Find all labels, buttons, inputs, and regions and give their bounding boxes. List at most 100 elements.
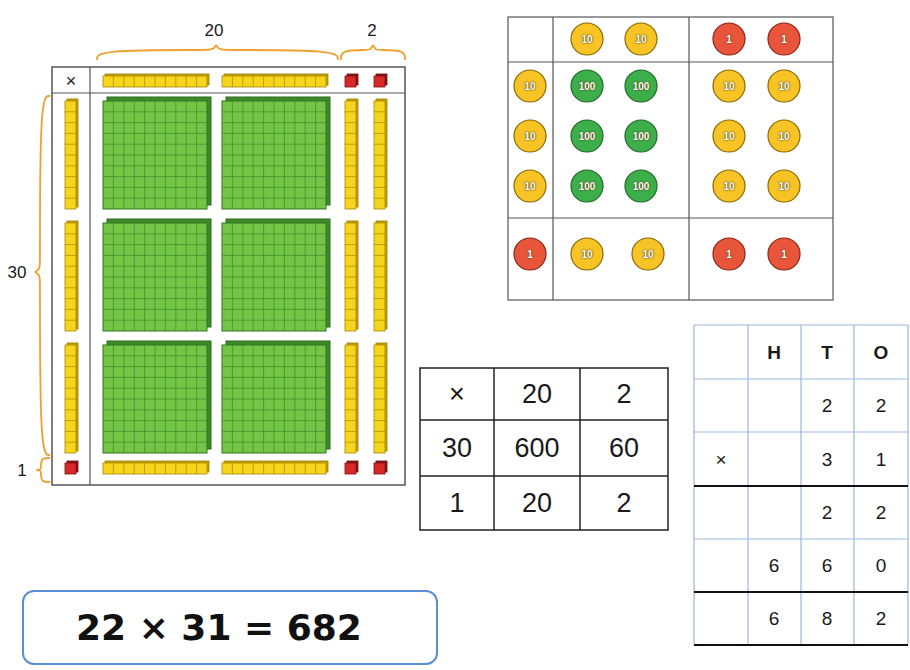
- rod-segment: [65, 244, 76, 245]
- table-cell: 600: [514, 435, 559, 462]
- unit-cube: [65, 461, 78, 474]
- flat-grid: [103, 409, 207, 410]
- rod-segment: [374, 111, 385, 112]
- counter-disc: [514, 238, 546, 270]
- place-value-counter: 10: [570, 237, 604, 271]
- ten-rod: [103, 461, 209, 474]
- rod-face: [374, 223, 385, 331]
- ten-rod: [374, 221, 387, 331]
- rod-segment: [345, 122, 356, 123]
- flat-face: [103, 101, 207, 209]
- rod-segment: [144, 76, 145, 87]
- flat-face: [222, 101, 326, 209]
- counter-value: 10: [767, 169, 801, 203]
- rod-segment: [345, 355, 356, 356]
- rod-segment: [65, 165, 76, 166]
- rod-segment: [374, 377, 385, 378]
- rod-segment: [263, 76, 264, 87]
- table-cell: 60: [609, 435, 639, 462]
- rod-face: [345, 223, 356, 331]
- answer-line: [694, 644, 908, 646]
- place-value-counter: 10: [631, 237, 665, 271]
- rod-segment: [374, 277, 385, 278]
- rod-segment: [374, 244, 385, 245]
- rod-segment: [345, 111, 356, 112]
- flat-grid: [165, 345, 166, 453]
- counter-disc: [768, 70, 800, 102]
- counter-value: 1: [712, 22, 746, 56]
- ten-rod: [345, 343, 358, 453]
- counter-value: 10: [513, 119, 547, 153]
- counter-value: 10: [712, 169, 746, 203]
- rod-segment: [165, 76, 166, 87]
- dimension-brace: [35, 96, 50, 455]
- hundred-flat: [103, 341, 211, 453]
- counter-disc: [571, 120, 603, 152]
- rod-segment: [305, 463, 306, 474]
- counter-value: 1: [712, 237, 746, 271]
- ten-rod: [222, 461, 328, 474]
- rod-segment: [175, 76, 176, 87]
- rod-segment: [374, 366, 385, 367]
- counter-value: 10: [570, 22, 604, 56]
- dimension-label: 2: [367, 22, 376, 39]
- flat-grid: [186, 101, 187, 209]
- counter-disc: [625, 120, 657, 152]
- rod-segment: [345, 287, 356, 288]
- table-line: [694, 431, 908, 432]
- rod-face: [345, 101, 356, 209]
- dimension-brace: [36, 458, 50, 482]
- rod-segment: [345, 198, 356, 199]
- cube-face: [374, 76, 385, 87]
- flat-grid: [222, 298, 326, 299]
- rod-segment: [284, 463, 285, 474]
- rod-segment: [274, 463, 275, 474]
- flat-grid: [103, 287, 207, 288]
- place-value-counter: 100: [570, 169, 604, 203]
- flat-grid: [315, 101, 316, 209]
- rod-segment: [345, 366, 356, 367]
- counter-value: 100: [570, 169, 604, 203]
- rod-segment: [155, 76, 156, 87]
- equation-text: 22 × 31 = 682: [76, 607, 362, 648]
- place-value-counter: 100: [624, 69, 658, 103]
- answer-line: [694, 485, 908, 487]
- counter-value: 1: [513, 237, 547, 271]
- rod-segment: [374, 309, 385, 310]
- panel-divider: [52, 92, 405, 93]
- cube-face: [65, 463, 76, 474]
- flat-grid: [103, 298, 207, 299]
- ten-rod: [345, 221, 358, 331]
- counter-value: 10: [513, 69, 547, 103]
- grid-border: [508, 17, 833, 300]
- rod-segment: [305, 76, 306, 87]
- ten-rod: [65, 343, 78, 453]
- rod-segment: [345, 165, 356, 166]
- counter-disc: [625, 170, 657, 202]
- place-value-counter: 1: [767, 22, 801, 56]
- rod-segment: [374, 355, 385, 356]
- rod-segment: [65, 122, 76, 123]
- rod-segment: [374, 388, 385, 389]
- column-heading: H: [767, 343, 781, 362]
- counter-value: 10: [712, 69, 746, 103]
- flat-grid: [196, 101, 197, 209]
- rod-face: [374, 101, 385, 209]
- flat-grid: [103, 277, 207, 278]
- rod-segment: [345, 442, 356, 443]
- flat-grid: [103, 165, 207, 166]
- rod-segment: [65, 431, 76, 432]
- counter-disc: [571, 170, 603, 202]
- rod-face: [65, 101, 76, 209]
- place-value-counter: 10: [513, 119, 547, 153]
- rod-segment: [263, 463, 264, 474]
- rod-segment: [294, 76, 295, 87]
- rod-segment: [144, 463, 145, 474]
- column-heading: O: [874, 343, 889, 362]
- rod-segment: [345, 176, 356, 177]
- flat-grid: [103, 309, 207, 310]
- place-value-counter: 100: [570, 69, 604, 103]
- rod-segment: [345, 388, 356, 389]
- counter-grid: [508, 17, 833, 300]
- table-line: [579, 368, 581, 530]
